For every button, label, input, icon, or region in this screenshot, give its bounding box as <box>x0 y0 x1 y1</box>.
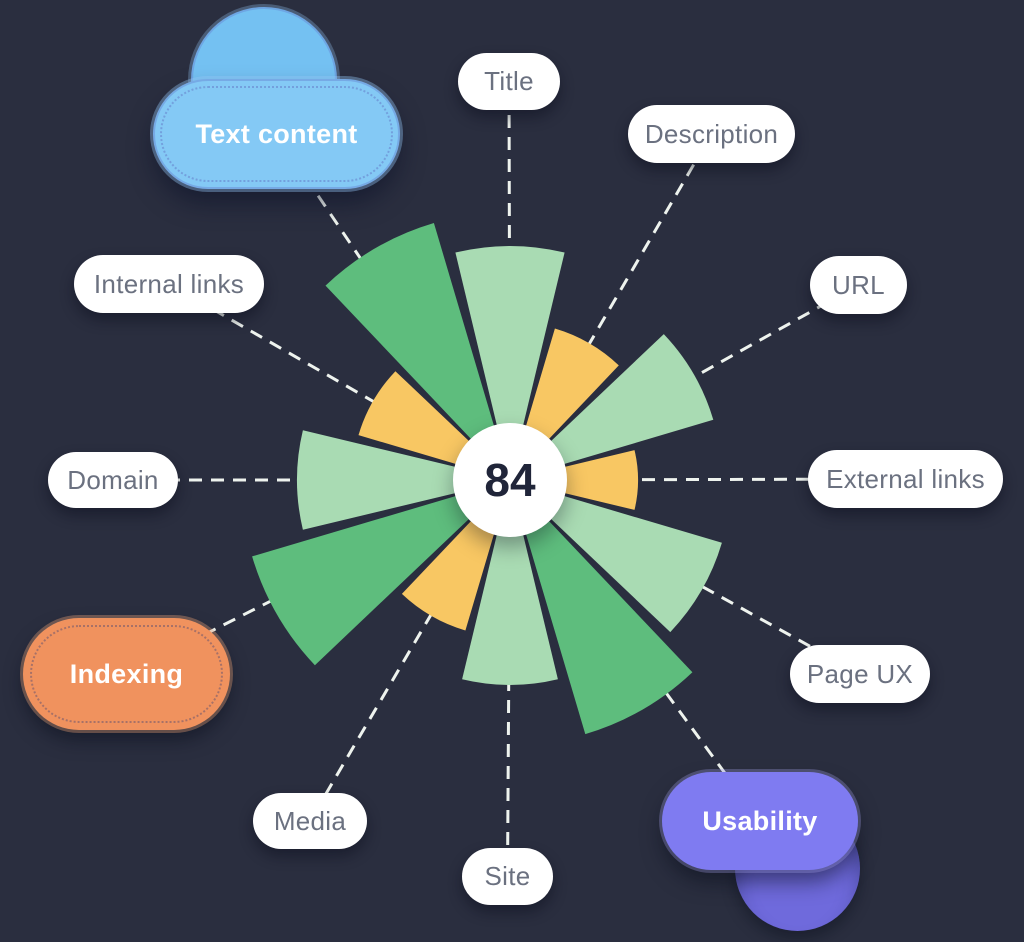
label-description: Description <box>628 105 795 163</box>
wedge-usability <box>510 480 693 735</box>
label-text-content: Text content <box>153 7 400 189</box>
label-text: Text content <box>195 118 358 149</box>
label-internal-links: Internal links <box>74 255 264 313</box>
label-indexing: Indexing <box>23 618 230 730</box>
label-url: URL <box>810 256 907 314</box>
label-text: Page UX <box>806 658 914 689</box>
wedge-title <box>455 246 565 480</box>
label-text: Description <box>644 118 779 149</box>
label-text: Indexing <box>69 658 184 689</box>
wedge-indexing <box>252 480 510 666</box>
label-usability-body: Usability <box>662 772 858 870</box>
label-text: Usability <box>702 805 818 836</box>
overall-score-badge: 84 <box>453 423 567 537</box>
label-text: Site <box>484 861 531 891</box>
wedges-layer <box>252 223 722 735</box>
label-usability: Usability <box>662 772 860 931</box>
wedge-text-content <box>325 223 510 480</box>
label-text: Internal links <box>93 268 245 299</box>
label-text: Domain <box>67 464 159 495</box>
wedge-url <box>510 334 714 480</box>
label-site: Site <box>462 848 553 905</box>
label-title: Title <box>458 53 560 110</box>
label-text: Media <box>273 805 347 836</box>
wedge-page-ux <box>510 480 722 633</box>
label-text-content-body: Text content <box>153 79 400 189</box>
label-page-ux: Page UX <box>790 645 930 703</box>
label-media: Media <box>253 793 367 849</box>
label-indexing-body: Indexing <box>23 618 230 730</box>
label-text: Title <box>484 66 534 96</box>
label-external-links: External links <box>808 450 1003 508</box>
wedge-site <box>462 480 558 685</box>
label-text: External links <box>826 463 985 494</box>
label-domain: Domain <box>48 452 178 508</box>
wedge-domain <box>297 430 510 530</box>
wedge-external-links <box>510 450 639 510</box>
label-text: URL <box>832 269 885 300</box>
overall-score-value: 84 <box>484 454 536 506</box>
